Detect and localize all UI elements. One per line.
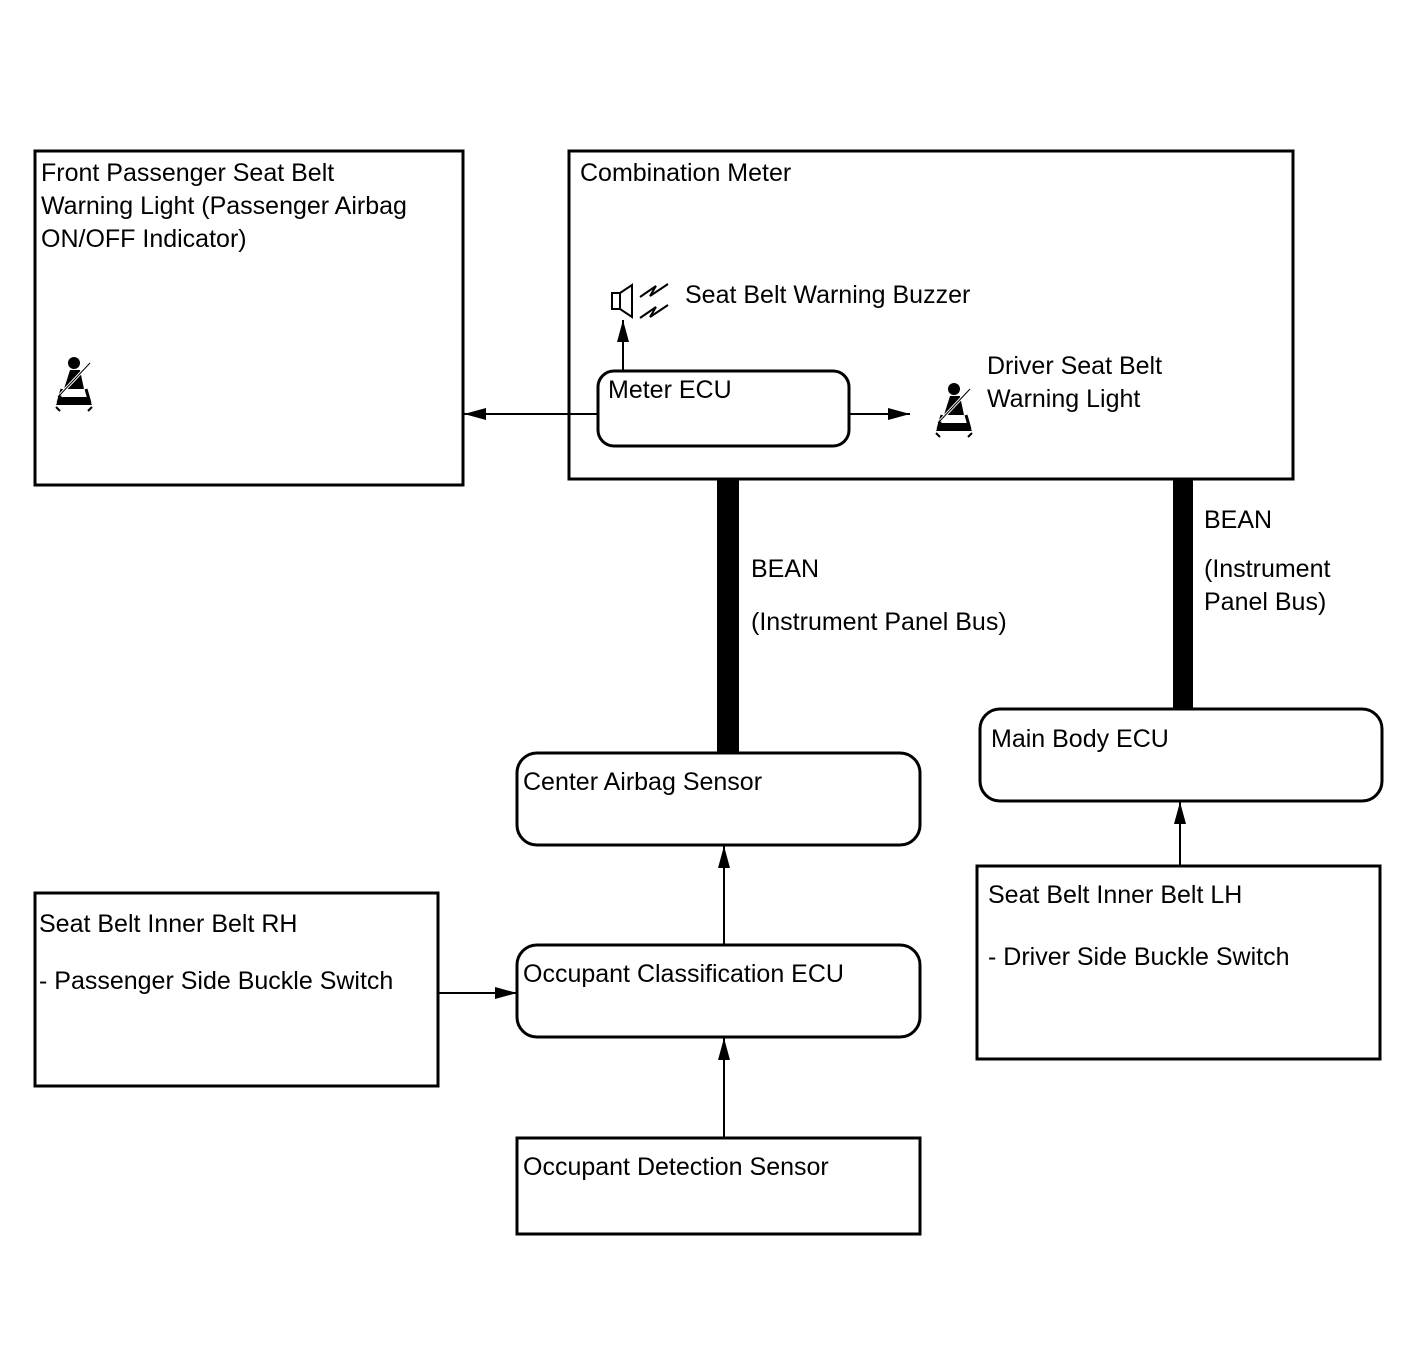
occupant-detection-sensor-label: Occupant Detection Sensor xyxy=(523,1153,829,1181)
inner-belt-rh-label: Seat Belt Inner Belt RH xyxy=(39,910,298,938)
inner-belt-lh-label: Seat Belt Inner Belt LH xyxy=(988,881,1243,909)
occupant-classification-ecu-label: Occupant Classification ECU xyxy=(523,960,844,988)
inner-belt-rh-box xyxy=(33,891,440,1088)
front-passenger-light-box xyxy=(33,149,465,487)
bean-right-desc-line-2: Panel Bus) xyxy=(1204,588,1327,616)
bean-bus-left xyxy=(717,479,739,753)
speaker-icon xyxy=(611,283,669,319)
inner-belt-rh-sub: - Passenger Side Buckle Switch xyxy=(39,967,394,995)
bean-right-desc-line-1: (Instrument xyxy=(1204,555,1331,583)
front-passenger-light-label-line-3: ON/OFF Indicator) xyxy=(41,225,247,253)
occupant-detection-sensor-box xyxy=(515,1136,922,1236)
seatbelt-person-icon xyxy=(934,381,974,439)
bean-left-name: BEAN xyxy=(751,555,820,583)
bean-bus-right xyxy=(1173,479,1193,709)
seatbelt-person-icon xyxy=(54,355,94,413)
driver-light-label-line-2: Warning Light xyxy=(987,385,1141,413)
driver-light-label-line-1: Driver Seat Belt xyxy=(987,352,1163,380)
combination-meter-label: Combination Meter xyxy=(580,159,792,187)
inner-belt-lh-sub: - Driver Side Buckle Switch xyxy=(988,943,1290,971)
occupant-classification-ecu-box xyxy=(515,943,922,1039)
inner-belt-lh-box xyxy=(975,864,1382,1061)
meter-ecu-label: Meter ECU xyxy=(608,376,732,404)
combination-meter-box xyxy=(567,149,1295,481)
front-passenger-light-label-line-1: Front Passenger Seat Belt xyxy=(41,159,335,187)
main-body-ecu-label: Main Body ECU xyxy=(991,725,1169,753)
center-airbag-sensor-label: Center Airbag Sensor xyxy=(523,768,763,796)
bean-left-desc: (Instrument Panel Bus) xyxy=(751,608,1007,636)
meter-ecu-box xyxy=(596,369,851,448)
bean-right-name: BEAN xyxy=(1204,506,1273,534)
buzzer-label: Seat Belt Warning Buzzer xyxy=(685,281,971,309)
front-passenger-light-label-line-2: Warning Light (Passenger Airbag xyxy=(41,192,407,220)
